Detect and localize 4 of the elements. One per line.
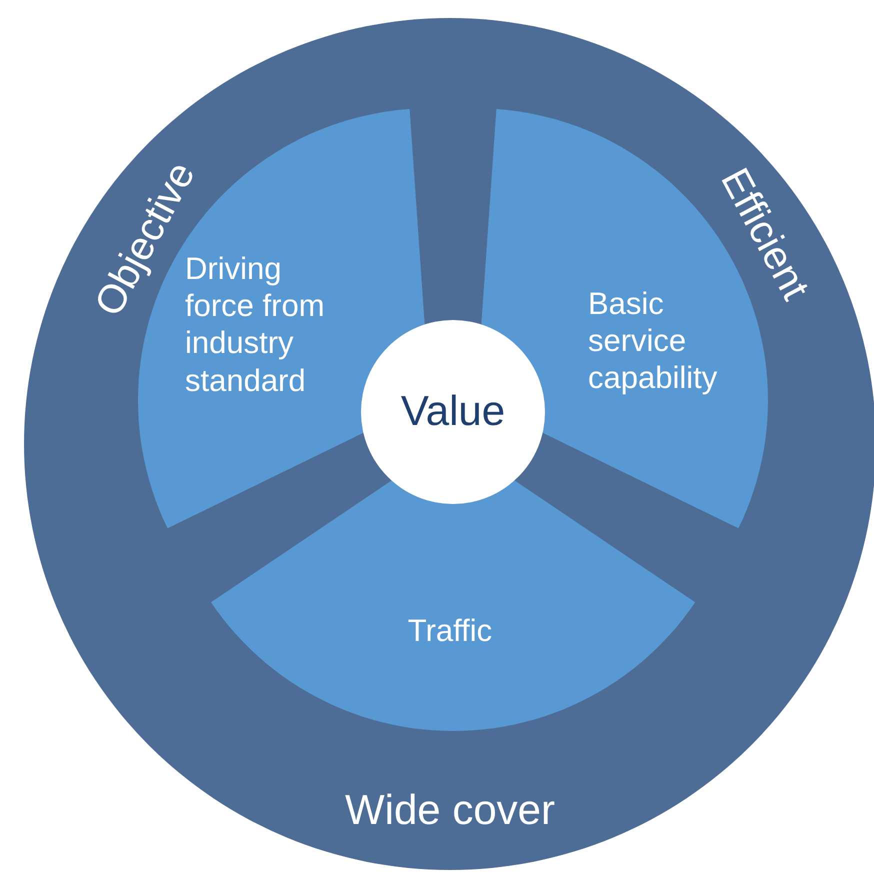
center-label: Value <box>400 386 506 436</box>
segment-label: Traffic <box>406 612 494 650</box>
ring-label: Wide cover <box>344 785 556 835</box>
segment-label: Basic service capability <box>588 284 718 397</box>
